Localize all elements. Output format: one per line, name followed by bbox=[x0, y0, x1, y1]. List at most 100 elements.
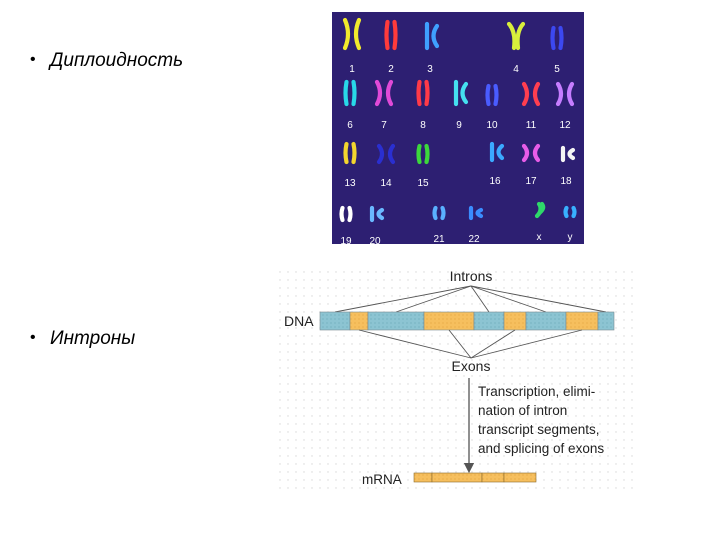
intron-pointer bbox=[334, 285, 472, 313]
introns-label: Introns bbox=[450, 268, 493, 284]
chromatid bbox=[376, 143, 385, 165]
chromosome-label: 9 bbox=[456, 120, 462, 131]
chromosome-label: 7 bbox=[381, 120, 387, 131]
intron-pointer-lines bbox=[334, 285, 607, 313]
splicing-diagram: Introns DNA Exons Transcription, elimi- … bbox=[278, 266, 634, 492]
chromosome-15: 15 bbox=[416, 143, 430, 189]
chromosome-label: 3 bbox=[427, 64, 433, 75]
chromatid bbox=[506, 21, 517, 51]
chromosome-label: 22 bbox=[468, 234, 480, 244]
chromosome-label: 2 bbox=[388, 64, 394, 75]
chromatid bbox=[416, 143, 422, 165]
chromatid bbox=[558, 25, 564, 51]
intron-pointer bbox=[470, 285, 547, 313]
chromatid bbox=[416, 79, 422, 107]
chromatid bbox=[431, 23, 440, 49]
chromosome-14: 14 bbox=[376, 143, 396, 189]
bullet-text-introns: Интроны bbox=[50, 328, 136, 349]
chromosome-8: 8 bbox=[416, 79, 430, 131]
chromatid bbox=[460, 81, 469, 105]
mrna-exon-segment bbox=[503, 472, 537, 483]
chromosome-label: 18 bbox=[560, 176, 572, 187]
chromosome-7: 7 bbox=[374, 79, 394, 131]
chromatid bbox=[387, 143, 396, 165]
chromatid bbox=[566, 81, 575, 107]
chromosome-18: 18 bbox=[560, 145, 576, 187]
chromatid bbox=[424, 79, 430, 107]
exon-segment bbox=[349, 311, 369, 331]
exon-pointer bbox=[358, 329, 472, 359]
chromosome-x: x bbox=[534, 201, 546, 243]
chromosome-label: 15 bbox=[417, 178, 429, 189]
intron-pointer bbox=[470, 285, 607, 313]
chromatid bbox=[424, 143, 430, 165]
chromosome-label: 19 bbox=[340, 236, 352, 244]
exon-segment bbox=[565, 311, 599, 331]
chromatid bbox=[555, 81, 564, 107]
chromosome-label: 14 bbox=[380, 178, 392, 189]
chromosome-y: y bbox=[563, 205, 577, 243]
chromosome-20: 20 bbox=[369, 205, 385, 244]
chromosome-2: 2 bbox=[384, 19, 398, 75]
chromosome-12: 12 bbox=[555, 81, 575, 131]
chromatid bbox=[532, 143, 541, 163]
chromatid bbox=[515, 21, 526, 51]
chromatid bbox=[347, 205, 353, 223]
chromatid bbox=[385, 79, 394, 107]
chromosome-label: 6 bbox=[347, 120, 353, 131]
chromatid bbox=[392, 19, 398, 51]
process-line-4: and splicing of exons bbox=[478, 441, 604, 456]
chromosome-16: 16 bbox=[489, 141, 505, 187]
bullet-diploidy: •Диплоидность bbox=[30, 50, 183, 72]
process-line-2: nation of intron bbox=[478, 403, 567, 418]
chromosome-21: 21 bbox=[432, 205, 446, 244]
chromosome-label: 21 bbox=[433, 234, 445, 244]
chromosome-9: 9 bbox=[453, 79, 469, 131]
mrna-exon-segment bbox=[481, 472, 505, 483]
chromatid bbox=[521, 143, 530, 163]
intron-segment bbox=[319, 311, 351, 331]
chromosome-17: 17 bbox=[521, 143, 541, 187]
chromosome-label: 17 bbox=[525, 176, 537, 187]
chromosome-label: 13 bbox=[344, 178, 356, 189]
chromatid bbox=[339, 205, 345, 223]
chromosome-label: 20 bbox=[369, 236, 381, 244]
exons-label: Exons bbox=[452, 358, 491, 374]
intron-pointer bbox=[470, 285, 490, 313]
process-line-1: Transcription, elimi- bbox=[478, 384, 595, 399]
chromatid bbox=[563, 205, 569, 219]
intron-pointer bbox=[395, 285, 472, 313]
chromosome-label: 12 bbox=[559, 120, 571, 131]
intron-segment bbox=[367, 311, 425, 331]
chromatid bbox=[493, 83, 499, 107]
chromosome-label: y bbox=[568, 232, 573, 243]
chromosome-label: 1 bbox=[349, 64, 355, 75]
chromatid bbox=[374, 79, 383, 107]
exon-pointer bbox=[470, 329, 516, 359]
chromosome-19: 19 bbox=[339, 205, 353, 244]
exon-pointer-lines bbox=[358, 329, 583, 359]
chromatid bbox=[384, 19, 390, 51]
dotted-background bbox=[278, 266, 634, 492]
chromatid bbox=[432, 205, 438, 221]
process-line-3: transcript segments, bbox=[478, 422, 600, 437]
exon-pointer bbox=[470, 329, 583, 359]
chromatid bbox=[567, 147, 576, 161]
exon-segment bbox=[423, 311, 475, 331]
chromatid bbox=[521, 81, 530, 107]
chromatid bbox=[485, 83, 491, 107]
chromosome-label: x bbox=[537, 232, 542, 243]
mrna-strand bbox=[413, 472, 537, 483]
chromosome-label: 5 bbox=[554, 64, 560, 75]
intron-segment bbox=[525, 311, 567, 331]
chromosome-6: 6 bbox=[343, 79, 357, 131]
bullet-introns: •Интроны bbox=[30, 328, 135, 350]
exon-segment bbox=[503, 311, 527, 331]
chromosome-5: 5 bbox=[550, 25, 564, 75]
chromosome-10: 10 bbox=[485, 83, 499, 131]
mrna-label: mRNA bbox=[362, 472, 402, 487]
chromatid bbox=[440, 205, 446, 221]
chromosome-11: 11 bbox=[521, 81, 541, 131]
chromatid bbox=[342, 17, 351, 51]
